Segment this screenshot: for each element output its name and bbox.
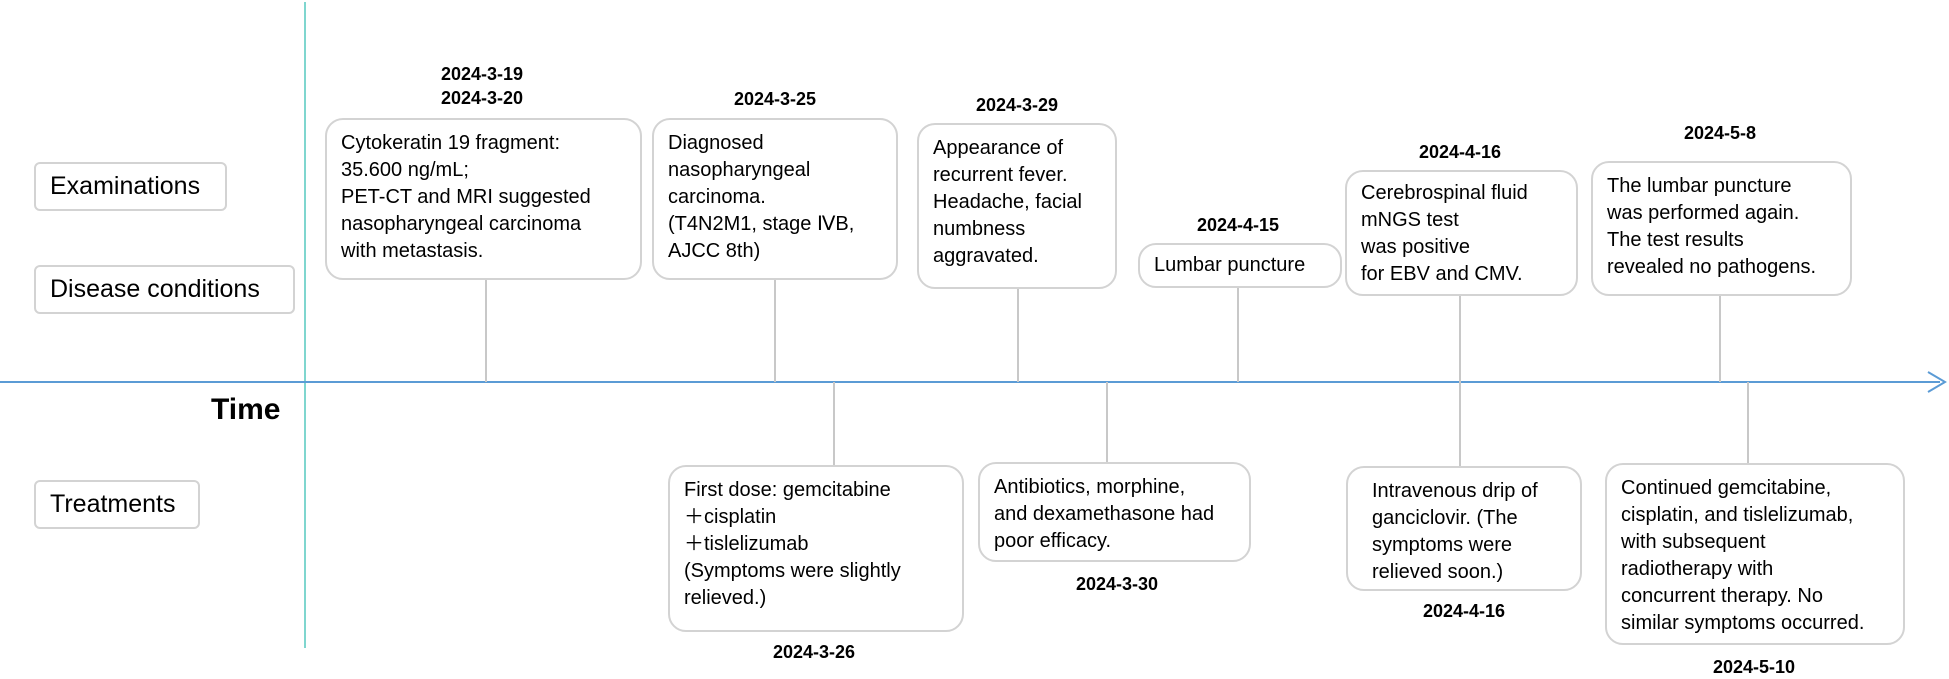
bottom-event-date-3: 2024-4-16 xyxy=(1422,601,1506,621)
top-event-date-4: 2024-4-15 xyxy=(1196,215,1280,235)
bottom-event-date-2: 2024-3-30 xyxy=(1075,574,1159,594)
top-event-date-1: 2024-3-19 2024-3-20 xyxy=(440,64,524,108)
top-event-box-6: The lumbar puncture was performed again.… xyxy=(1591,161,1852,296)
top-event-box-3: Appearance of recurrent fever. Headache,… xyxy=(917,123,1117,289)
bottom-event-box-3: Intravenous drip of ganciclovir. (The sy… xyxy=(1346,466,1582,591)
bottom-event-box-2: Antibiotics, morphine, and dexamethasone… xyxy=(978,462,1251,562)
time-axis-arrowhead xyxy=(1927,371,1947,393)
top-event-date-3: 2024-3-29 xyxy=(975,95,1059,115)
bottom-event-box-1: First dose: gemcitabine ＋cisplatin ＋tisl… xyxy=(668,465,964,632)
top-event-date-2: 2024-3-25 xyxy=(733,89,817,109)
time-axis-label: Time xyxy=(211,393,281,426)
top-event-box-1: Cytokeratin 19 fragment: 35.600 ng/mL; P… xyxy=(325,118,642,280)
label-disease-conditions: Disease conditions xyxy=(34,265,295,314)
top-event-date-5: 2024-4-16 xyxy=(1418,142,1502,162)
top-event-box-5: Cerebrospinal fluid mNGS test was positi… xyxy=(1345,170,1578,296)
bottom-event-date-4: 2024-5-10 xyxy=(1712,657,1796,677)
bottom-event-date-1: 2024-3-26 xyxy=(772,642,856,662)
bottom-event-box-4: Continued gemcitabine, cisplatin, and ti… xyxy=(1605,463,1905,645)
top-event-date-6: 2024-5-8 xyxy=(1683,123,1757,143)
label-treatments: Treatments xyxy=(34,480,200,529)
label-examinations: Examinations xyxy=(34,162,227,211)
top-event-box-4: Lumbar puncture xyxy=(1138,243,1342,288)
top-event-box-2: Diagnosed nasopharyngeal carcinoma. (T4N… xyxy=(652,118,898,280)
